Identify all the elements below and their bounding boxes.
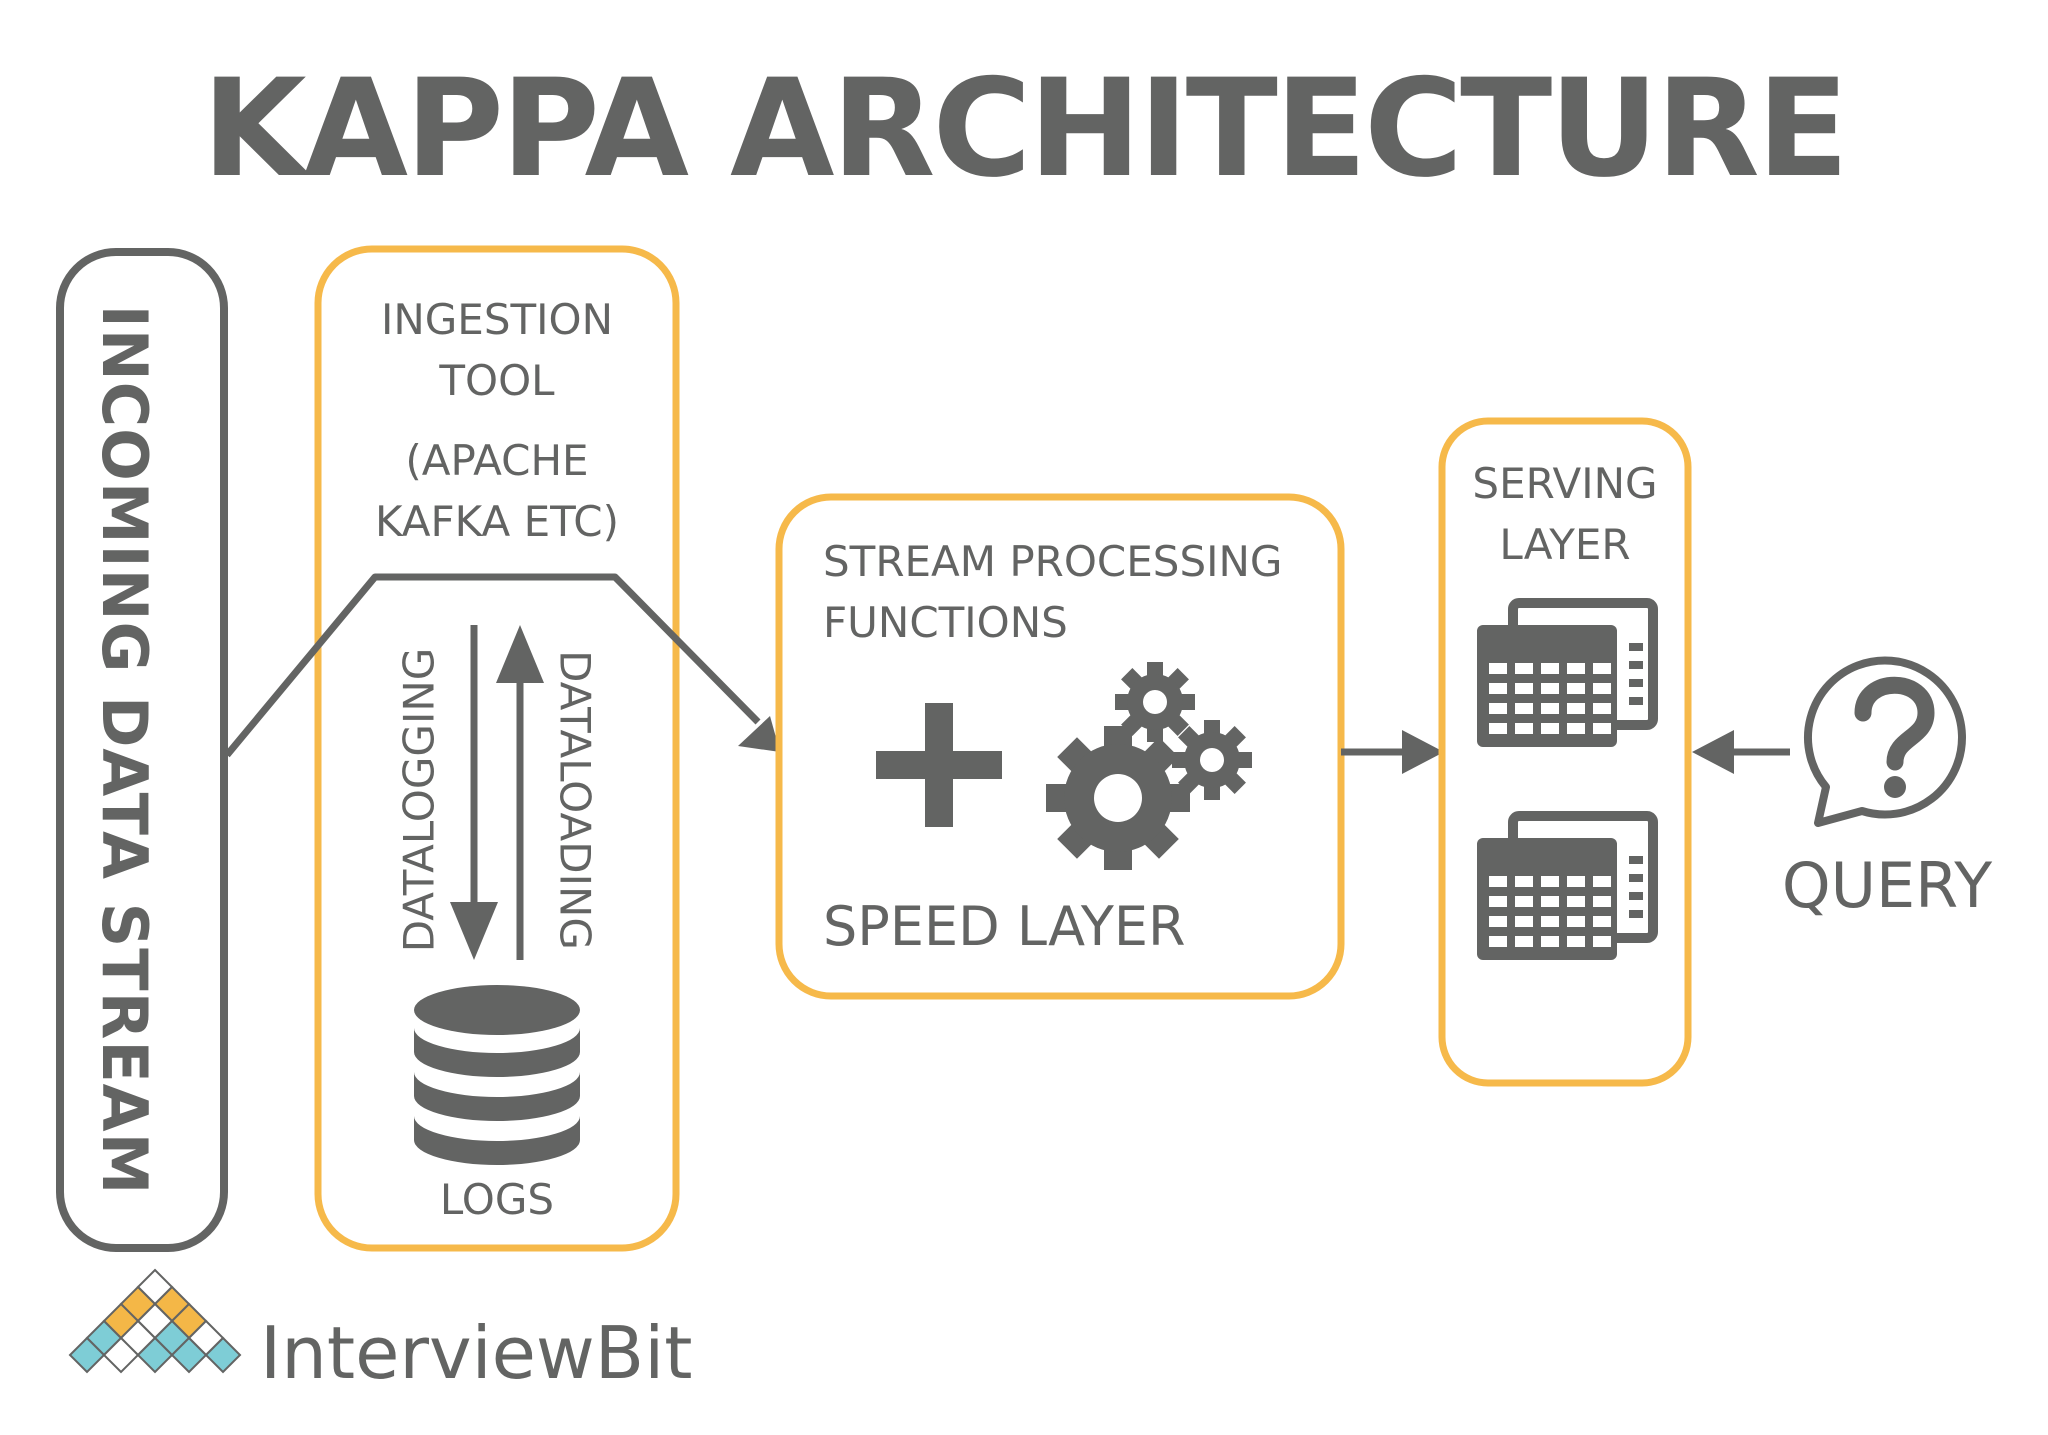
incoming-data-stream-box: INCOMING DATA STREAM — [56, 248, 228, 1252]
dataloading-arrow — [496, 625, 544, 960]
diagram-title: KAPPA ARCHITECTURE — [202, 50, 1846, 207]
interviewbit-logo-icon — [68, 1268, 242, 1374]
table-icon — [1477, 603, 1653, 747]
database-icon — [414, 985, 580, 1165]
ingestion-tool-box: INGESTION TOOL (APACHE KAFKA ETC) DATALO… — [314, 245, 680, 1252]
ingestion-line-2: TOOL — [438, 356, 555, 405]
query-label: QUERY — [1782, 849, 1992, 922]
incoming-data-stream-label: INCOMING DATA STREAM — [88, 305, 161, 1196]
logs-label: LOGS — [440, 1175, 554, 1224]
brand-name: InterviewBit — [260, 1311, 692, 1395]
speed-layer-box: STREAM PROCESSING FUNCTIONS SPEED LAYER — [775, 493, 1345, 1000]
table-icon — [1477, 816, 1653, 960]
speed-line-1: STREAM PROCESSING — [823, 537, 1282, 586]
ingestion-line-1: INGESTION — [381, 295, 613, 344]
question-bubble-icon — [1804, 656, 1966, 827]
plus-icon — [876, 703, 1002, 827]
serving-line-2: LAYER — [1499, 520, 1630, 569]
speed-line-2: FUNCTIONS — [823, 598, 1068, 647]
datalogging-arrow — [450, 625, 498, 960]
stream-flow-arrow — [224, 573, 780, 758]
ingestion-line-4: KAFKA ETC) — [375, 497, 619, 546]
datalogging-label: DATALOGGING — [395, 648, 444, 953]
dataloading-label: DATALOADING — [551, 650, 600, 950]
ingestion-line-3: (APACHE — [405, 436, 588, 485]
speed-to-serving-arrow — [1341, 730, 1444, 774]
serving-line-1: SERVING — [1472, 459, 1657, 508]
speed-layer-label: SPEED LAYER — [823, 895, 1186, 958]
serving-layer-box: SERVING LAYER — [1438, 417, 1692, 1087]
gears-icon — [1046, 662, 1252, 870]
query-to-serving-arrow — [1692, 730, 1790, 774]
